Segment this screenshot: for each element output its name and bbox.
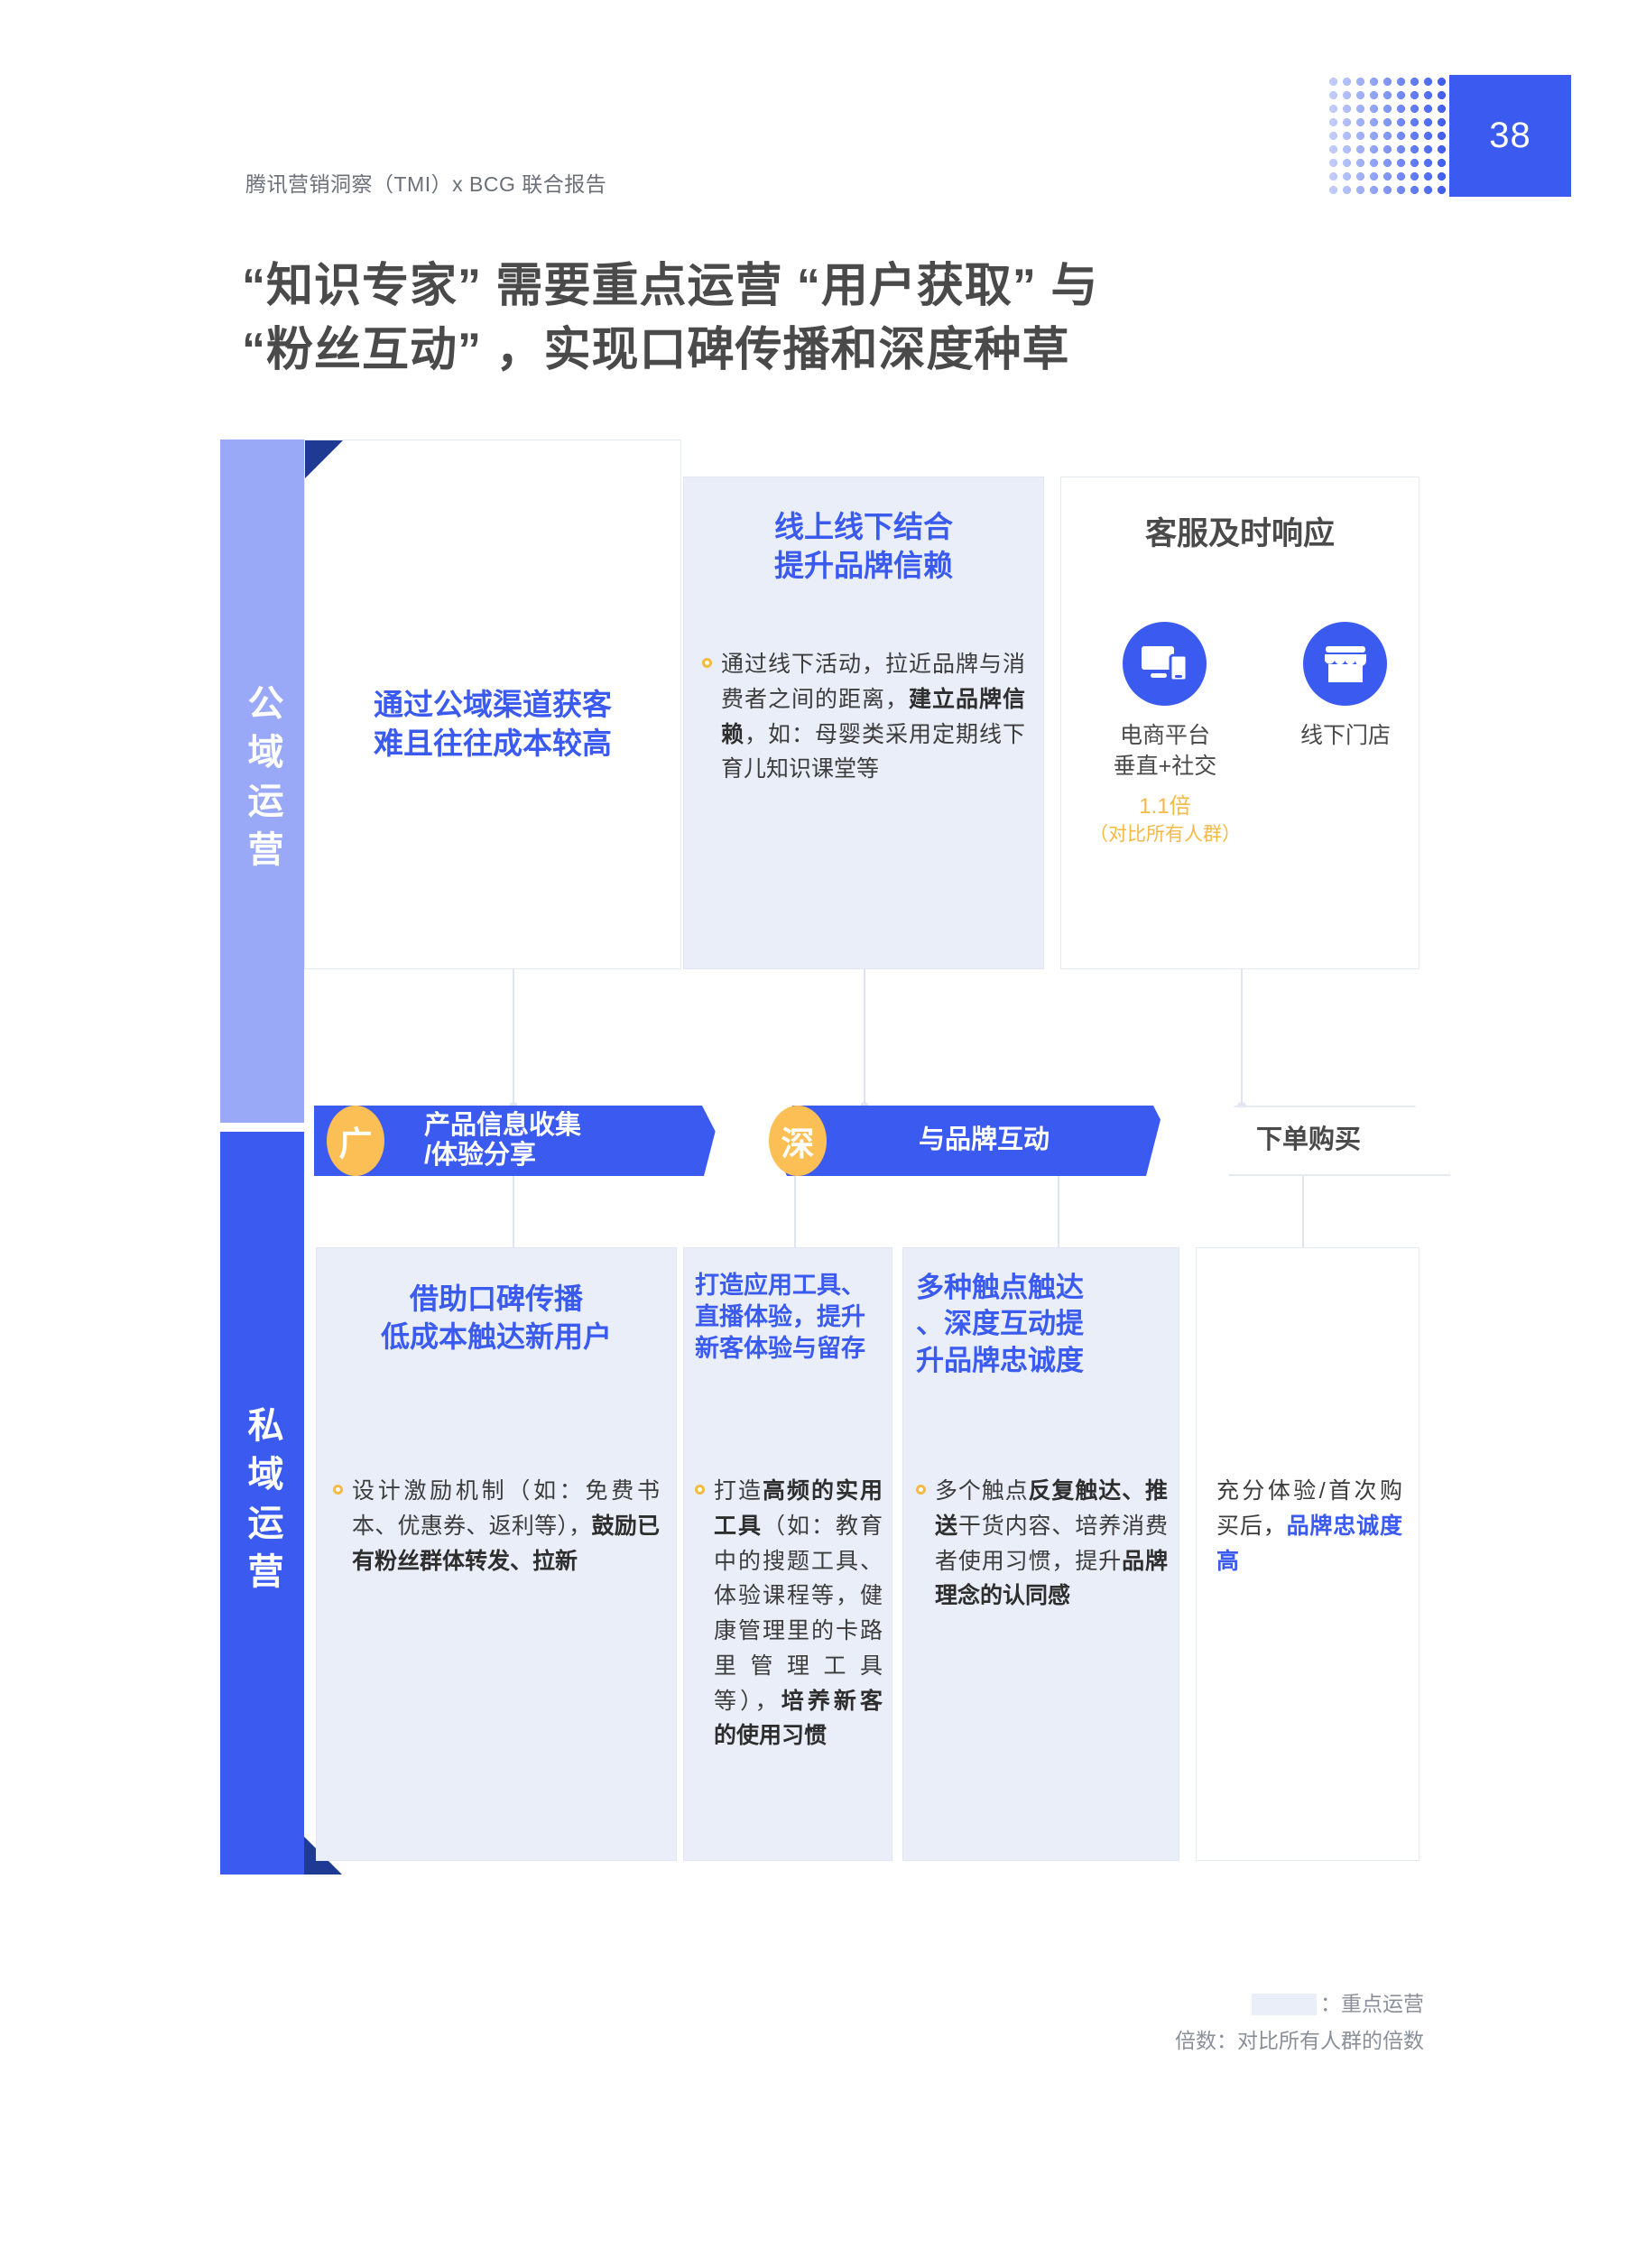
icon-caption: 电商平台垂直+社交 (1113, 723, 1217, 779)
bottom-card-word-of-mouth: 借助口碑传播低成本触达新用户 设计激励机制（如：免费书本、优惠券、返利等），鼓励… (316, 1247, 677, 1861)
flow-step-purchase[interactable]: 下单购买 (1198, 1106, 1451, 1176)
top-card-public-acquisition: 通过公域渠道获客难且往往成本较高 (304, 440, 681, 969)
top-card-customer-service: 客服及时响应 电商平台垂直+社交 1.1倍 （对比所有人群） (1060, 477, 1419, 969)
connector-line (1237, 969, 1246, 1111)
page-title: “知识专家” 需要重点运营 “用户获取” 与“粉丝互动” ，实现口碑传播和深度种… (242, 260, 1099, 376)
icon-row: 电商平台垂直+社交 1.1倍 （对比所有人群） 线下门店 (1061, 622, 1419, 847)
offline-store-icon (1303, 622, 1388, 706)
bullet-dot-icon (702, 658, 712, 668)
report-label: 腾讯营销洞察（TMI）x BCG 联合报告 (245, 172, 607, 196)
bullet-dot-icon (333, 1485, 343, 1495)
rail-public-domain: 公域运营 (220, 440, 304, 1123)
connector-line (860, 969, 869, 1111)
bullet-dot-icon (916, 1485, 926, 1495)
flow-step-label: 与品牌互动 (919, 1125, 1050, 1155)
page-badge-block (1449, 75, 1571, 197)
icon-group-store: 线下门店 (1300, 622, 1391, 847)
bottom-card-bullet: 设计激励机制（如：免费书本、优惠券、返利等），鼓励已有粉丝群体转发、拉新 (333, 1474, 660, 1578)
icon-caption: 线下门店 (1299, 723, 1391, 748)
top-card-bullet: 通过线下活动，拉近品牌与消费者之间的距离，建立品牌信赖，如：母婴类采用定期线下育… (702, 647, 1025, 787)
page-badge-dot-pattern (1327, 75, 1448, 197)
bottom-card-tools-livestream: 打造应用工具、直播体验，提升新客体验与留存 打造高频的实用工具（如：教育中的搜题… (683, 1247, 892, 1861)
flow-step-label: 产品信息收集/体验分享 (424, 1110, 582, 1170)
flow-step-label: 下单购买 (1256, 1125, 1362, 1155)
legend-swatch-label: ：重点运营 (1320, 1992, 1424, 2015)
top-card-title: 客服及时响应 (1144, 516, 1335, 551)
flow-step-badge-guang: 广 (327, 1106, 384, 1176)
bottom-card-title: 多种触点触达、深度互动提升品牌忠诚度 (916, 1272, 1084, 1376)
card-corner-fold-icon (305, 440, 343, 478)
rail-private-domain: 私域运营 (220, 1132, 304, 1875)
bullet-dot-icon (695, 1485, 705, 1495)
icon-multiplier: 1.1倍 （对比所有人群） (1088, 793, 1241, 845)
icon-group-ecommerce: 电商平台垂直+社交 1.1倍 （对比所有人群） (1089, 622, 1241, 847)
ecommerce-devices-icon (1123, 622, 1207, 706)
flow-step-awareness[interactable]: 产品信息收集/体验分享 (314, 1106, 738, 1176)
top-card-title: 通过公域渠道获客难且往往成本较高 (374, 688, 612, 760)
bottom-card-bullet: 多个触点反复触达、推送干货内容、培养消费者使用习惯，提升品牌理念的认同感 (916, 1474, 1168, 1614)
legend-row-highlight: ：重点运营 (1175, 1986, 1424, 2023)
legend-swatch-icon (1252, 1993, 1317, 2015)
top-card-title: 线上线下结合提升品牌信赖 (774, 510, 953, 582)
flow-step-badge-shen: 深 (769, 1106, 827, 1176)
flow-step-interaction[interactable]: 与品牌互动 (756, 1106, 1189, 1176)
bottom-card-title: 借助口碑传播低成本触达新用户 (380, 1282, 612, 1353)
bottom-card-touchpoints-loyalty: 多种触点触达、深度互动提升品牌忠诚度 多个触点反复触达、推送干货内容、培养消费者… (902, 1247, 1179, 1861)
top-card-online-offline: 线上线下结合提升品牌信赖 通过线下活动，拉近品牌与消费者之间的距离，建立品牌信赖… (683, 477, 1044, 969)
bottom-card-title: 打造应用工具、直播体验，提升新客体验与留存 (695, 1272, 865, 1363)
bottom-card-brand-loyalty: 充分体验/首次购买后，品牌忠诚度高 (1196, 1247, 1419, 1861)
connector-line (509, 969, 518, 1111)
legend-note: 倍数：对比所有人群的倍数 (1175, 2029, 1424, 2053)
bottom-card-bullet: 打造高频的实用工具（如：教育中的搜题工具、体验课程等，健康管理里的卡路里管理工具… (695, 1474, 883, 1754)
legend: ：重点运营 倍数：对比所有人群的倍数 (1175, 1986, 1424, 2060)
bottom-card-bullet: 充分体验/首次购买后，品牌忠诚度高 (1216, 1478, 1402, 1574)
page-number: 38 (1489, 116, 1531, 155)
